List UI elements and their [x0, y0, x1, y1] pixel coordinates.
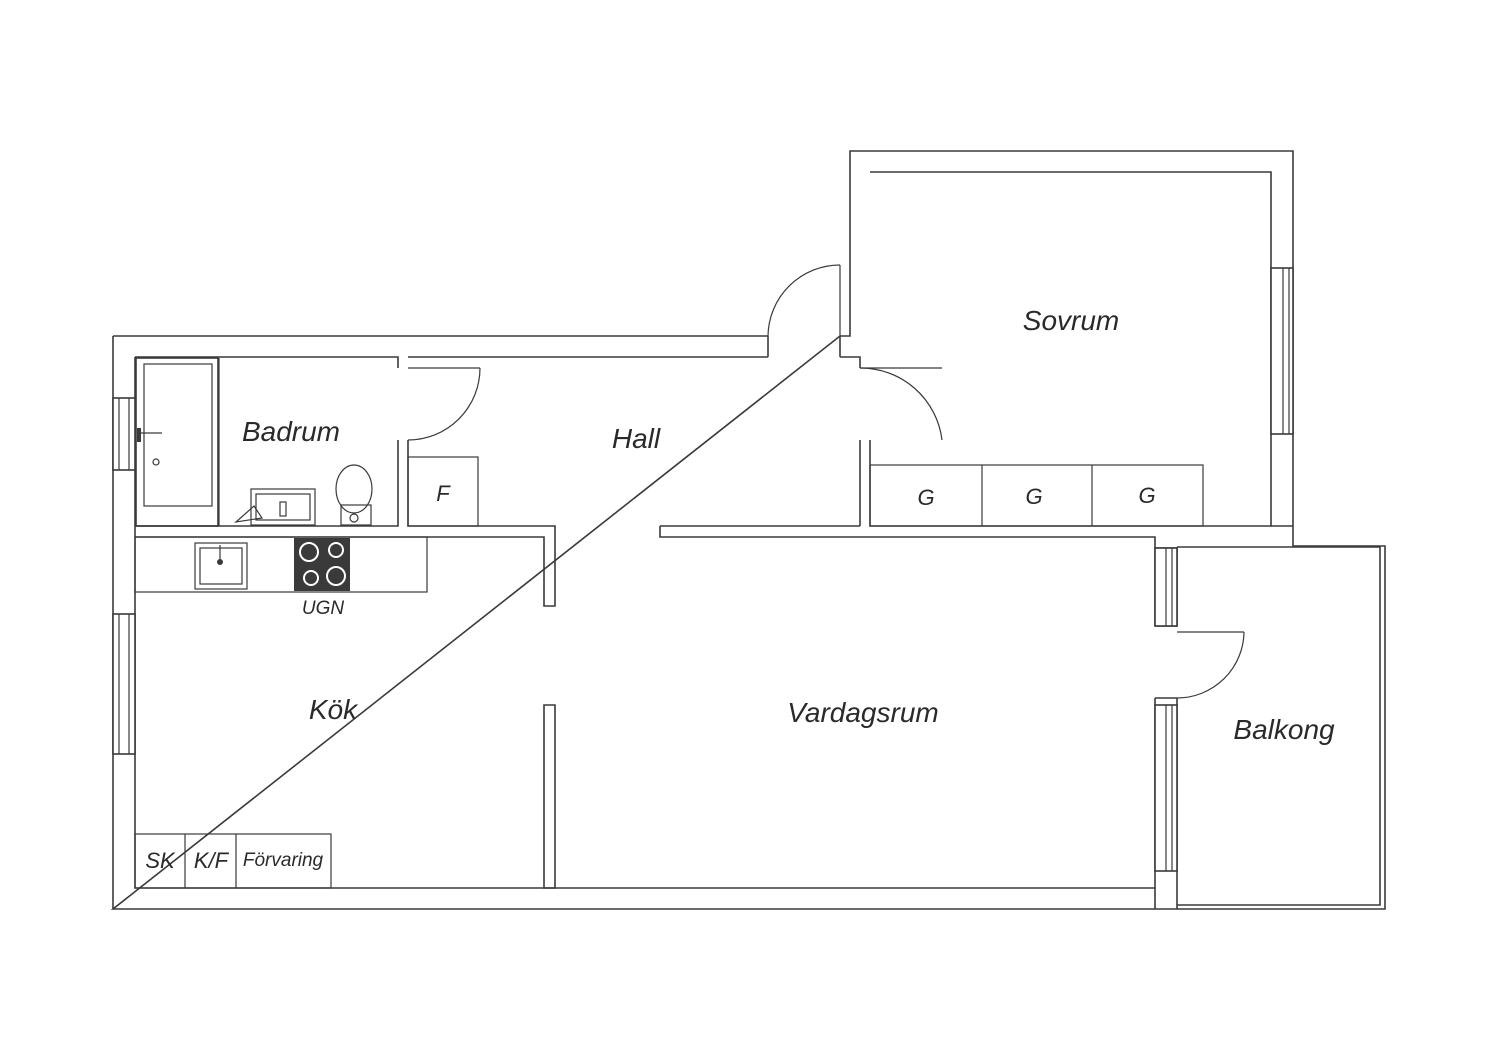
- cabinet-label-kf: K/F: [194, 848, 230, 873]
- room-label-hall: Hall: [612, 423, 661, 454]
- room-label-kok: Kök: [309, 694, 359, 725]
- kitchen-counter: [134, 536, 428, 593]
- closet-label-f: F: [436, 481, 451, 506]
- cabinet-label-forvaring: Förvaring: [243, 850, 324, 871]
- room-label-badrum: Badrum: [242, 416, 340, 447]
- washbasin-icon: [234, 488, 316, 526]
- toilet-icon: [335, 464, 373, 526]
- kitchen-sink-icon: [194, 542, 248, 590]
- bathtub-icon: [135, 357, 219, 527]
- door-swing-icon: [407, 264, 1245, 699]
- cabinet-label-sk: SK: [145, 848, 176, 873]
- room-label-vardagsrum: Vardagsrum: [787, 697, 938, 728]
- room-label-balkong: Balkong: [1233, 714, 1335, 745]
- wardrobes: [869, 464, 1204, 527]
- wardrobe-label-1: G: [917, 485, 934, 510]
- walls: [110, 150, 1386, 910]
- room-label-sovrum: Sovrum: [1023, 305, 1119, 336]
- wardrobe-label-2: G: [1025, 484, 1042, 509]
- hall-closet: [407, 456, 479, 527]
- wardrobe-label-3: G: [1138, 483, 1155, 508]
- kitchen-cabinets: [134, 833, 332, 889]
- window-icon: [112, 267, 1294, 872]
- stove-icon: [294, 538, 350, 591]
- oven-label: UGN: [302, 598, 345, 619]
